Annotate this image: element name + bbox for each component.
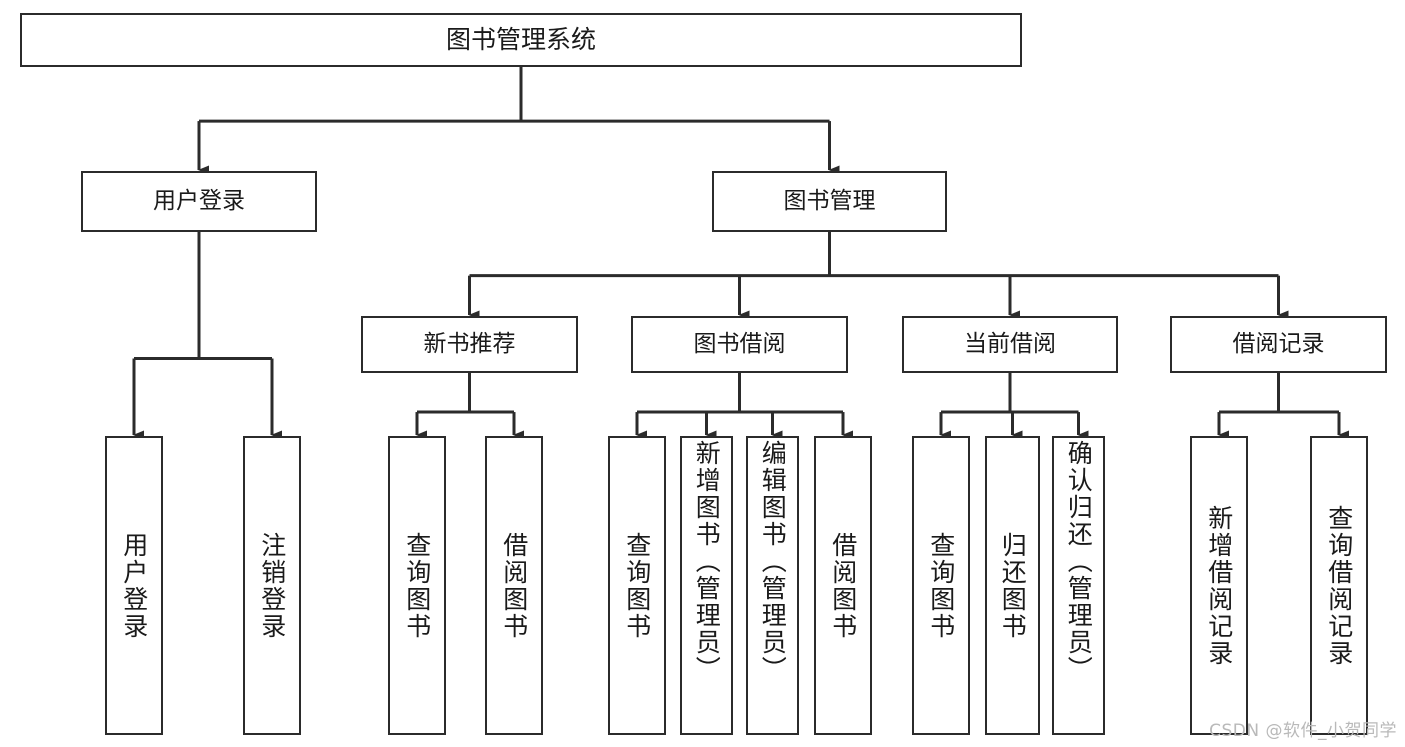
node-new-book-rec[interactable]: 新书推荐 bbox=[361, 316, 578, 373]
node-user-login[interactable]: 用户登录 bbox=[81, 171, 317, 232]
node-borrow-record-label: 借阅记录 bbox=[1232, 330, 1325, 357]
node-user-login-label: 用户登录 bbox=[153, 187, 245, 214]
node-leaf-borrow-book-1[interactable]: 借阅图书 bbox=[485, 436, 543, 735]
node-leaf-return-book[interactable]: 归还图书 bbox=[985, 436, 1040, 735]
node-leaf-user-login-label: 用户登录 bbox=[119, 531, 149, 640]
node-leaf-borrow-book-2[interactable]: 借阅图书 bbox=[814, 436, 872, 735]
node-current-borrow[interactable]: 当前借阅 bbox=[902, 316, 1118, 373]
node-leaf-confirm-return-label: 确认归还（管理员） bbox=[1064, 440, 1094, 683]
node-leaf-add-record-label: 新增借阅记录 bbox=[1204, 504, 1234, 667]
node-leaf-edit-book[interactable]: 编辑图书（管理员） bbox=[746, 436, 799, 735]
node-leaf-user-logout-label: 注销登录 bbox=[257, 531, 287, 640]
node-leaf-return-book-label: 归还图书 bbox=[998, 531, 1028, 640]
node-root-label: 图书管理系统 bbox=[445, 25, 596, 55]
node-current-borrow-label: 当前借阅 bbox=[964, 330, 1056, 357]
node-new-book-rec-label: 新书推荐 bbox=[423, 330, 516, 357]
node-book-manage-label: 图书管理 bbox=[783, 187, 876, 214]
node-leaf-query-book-3-label: 查询图书 bbox=[926, 531, 956, 640]
node-leaf-user-logout[interactable]: 注销登录 bbox=[243, 436, 301, 735]
node-leaf-query-book-2[interactable]: 查询图书 bbox=[608, 436, 666, 735]
node-leaf-query-book-2-label: 查询图书 bbox=[622, 531, 652, 640]
node-leaf-confirm-return[interactable]: 确认归还（管理员） bbox=[1052, 436, 1105, 735]
node-borrow-record[interactable]: 借阅记录 bbox=[1170, 316, 1387, 373]
node-leaf-query-book-3[interactable]: 查询图书 bbox=[912, 436, 970, 735]
node-leaf-query-record-label: 查询借阅记录 bbox=[1324, 504, 1354, 667]
node-leaf-borrow-book-1-label: 借阅图书 bbox=[499, 531, 529, 640]
node-root[interactable]: 图书管理系统 bbox=[20, 13, 1022, 67]
node-leaf-query-book-1[interactable]: 查询图书 bbox=[388, 436, 446, 735]
node-leaf-borrow-book-2-label: 借阅图书 bbox=[828, 531, 858, 640]
node-book-borrow-label: 图书借阅 bbox=[693, 330, 786, 357]
node-leaf-edit-book-label: 编辑图书（管理员） bbox=[758, 440, 788, 683]
node-leaf-user-login[interactable]: 用户登录 bbox=[105, 436, 163, 735]
node-leaf-add-book-label: 新增图书（管理员） bbox=[692, 440, 722, 683]
node-book-manage[interactable]: 图书管理 bbox=[712, 171, 947, 232]
node-leaf-add-book[interactable]: 新增图书（管理员） bbox=[680, 436, 733, 735]
node-leaf-add-record[interactable]: 新增借阅记录 bbox=[1190, 436, 1248, 735]
node-leaf-query-book-1-label: 查询图书 bbox=[402, 531, 432, 640]
node-leaf-query-record[interactable]: 查询借阅记录 bbox=[1310, 436, 1368, 735]
node-book-borrow[interactable]: 图书借阅 bbox=[631, 316, 848, 373]
